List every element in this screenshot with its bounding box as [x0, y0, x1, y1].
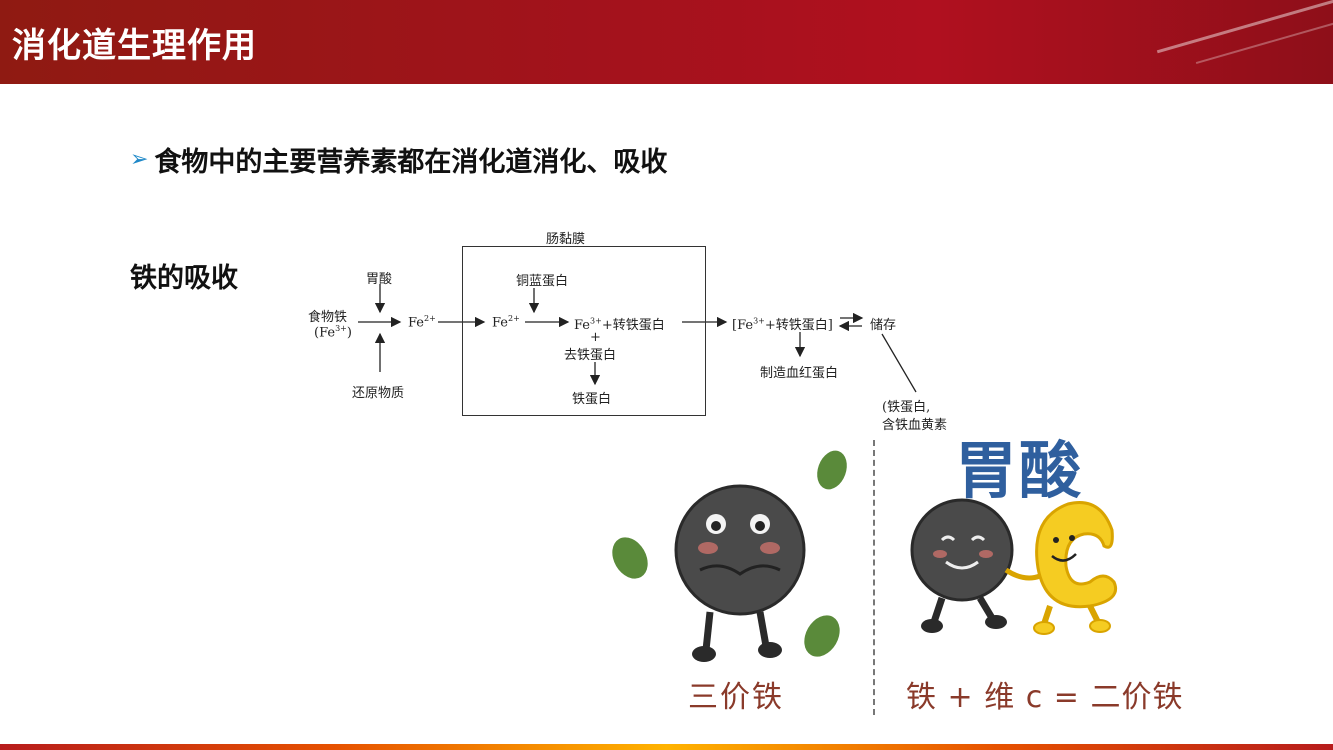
bullet-text: 食物中的主要营养素都在消化道消化、吸收: [154, 147, 668, 178]
food-iron-formula: (Fe3+): [314, 324, 352, 341]
mucosa-label: 肠黏膜: [546, 232, 586, 247]
storage-note-1: (铁蛋白,: [882, 400, 931, 415]
ferrous-iron-a: Fe2+: [408, 314, 436, 331]
page-title: 消化道生理作用: [12, 26, 257, 66]
trivalent-iron-caption: 三价铁: [688, 680, 784, 715]
iron-plus-vitamin-c-caption: 铁 + 维 c = 二价铁: [906, 680, 1184, 715]
title-bar: 消化道生理作用: [0, 0, 1333, 84]
blood-transferrin-complex: [Fe3++转铁蛋白]: [732, 316, 833, 333]
bullet-arrow-icon: ➢: [130, 147, 149, 172]
iron-absorption-diagram: 肠黏膜 胃酸 食物铁 (Fe3+) 还原物质 Fe2+ Fe2+ 铜蓝蛋白 Fe…: [300, 220, 960, 440]
ferrous-iron-b: Fe2+: [492, 314, 520, 331]
bullet-point: ➢ 食物中的主要营养素都在消化道消化、吸收: [130, 140, 667, 179]
hemoglobin-label: 制造血红蛋白: [760, 366, 839, 381]
trivalent-iron-cartoon: [612, 450, 847, 662]
footer-decoration: [0, 744, 1333, 750]
decorative-streak: [1156, 0, 1333, 54]
dashed-divider: [873, 440, 875, 715]
ferric-transferrin-label: Fe3++转铁蛋白: [574, 316, 665, 333]
intestinal-mucosa-box: [462, 246, 706, 416]
diagram-arrows: [358, 284, 917, 393]
gastric-acid-label: 胃酸: [366, 272, 393, 287]
iron-vitamin-c-cartoon: [910, 498, 1117, 635]
storage-note-2: 含铁血黄素: [882, 418, 948, 433]
apoferritin-label: 去铁蛋白: [564, 348, 617, 363]
gastric-acid-banner: 胃酸: [955, 434, 1084, 507]
ferritin-label: 铁蛋白: [572, 392, 612, 407]
storage-label: 储存: [870, 318, 897, 333]
food-iron-label: 食物铁: [308, 310, 348, 325]
plus-sign: +: [590, 330, 601, 345]
decorative-streak: [1195, 17, 1333, 65]
reducing-substance-label: 还原物质: [352, 386, 405, 401]
leaf-icon: [612, 450, 847, 657]
ceruloplasmin-label: 铜蓝蛋白: [516, 274, 569, 289]
section-heading: 铁的吸收: [130, 263, 238, 294]
